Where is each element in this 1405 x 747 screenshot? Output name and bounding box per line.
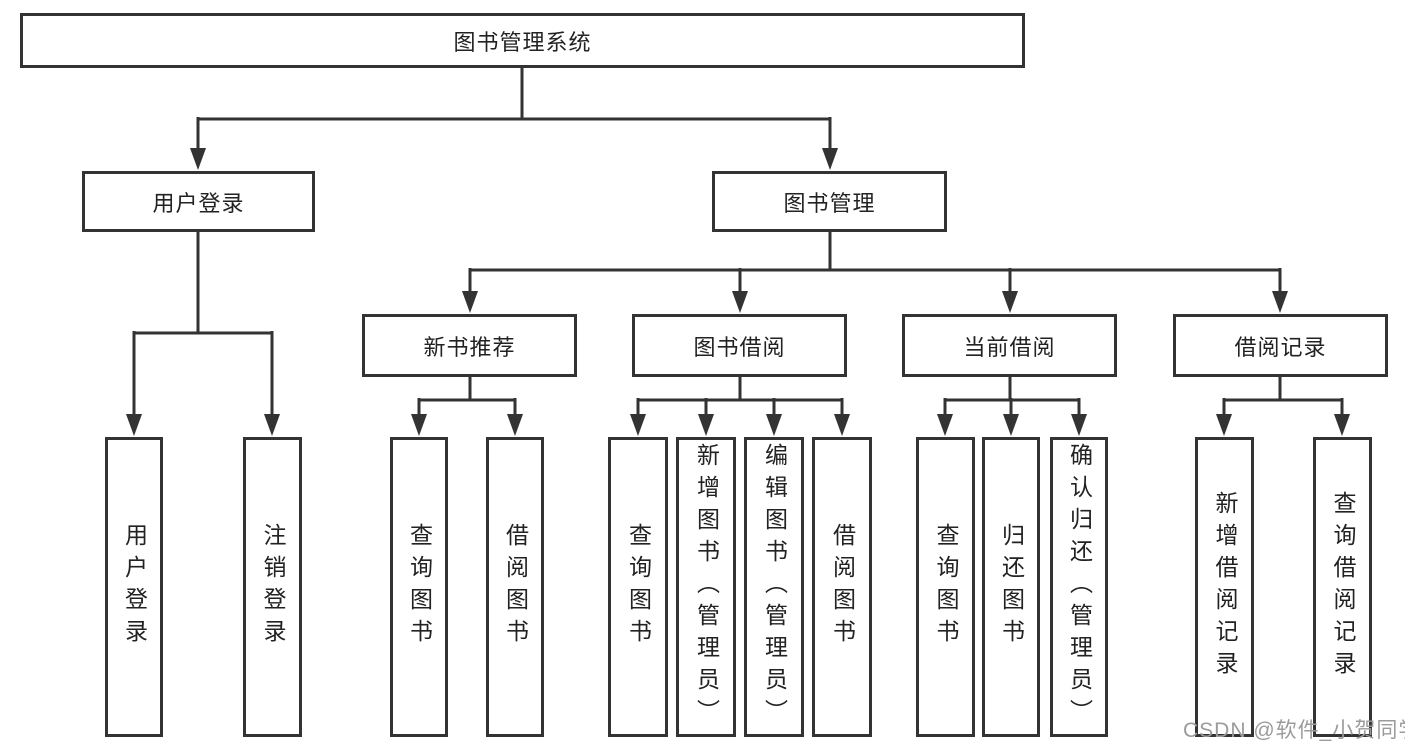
leaf-borrow-edit-books-admin: 编辑图书（管理员） xyxy=(744,437,804,737)
node-user-login-label: 用户登录 xyxy=(152,190,245,216)
leaf-records-query-record-label: 查询借阅记录 xyxy=(1330,491,1356,683)
leaf-logout: 注销登录 xyxy=(243,437,302,737)
leaf-logout-label: 注销登录 xyxy=(260,523,286,651)
node-user-login: 用户登录 xyxy=(82,171,315,232)
leaf-borrow-add-books-admin: 新增图书（管理员） xyxy=(676,437,736,737)
leaf-borrow-edit-books-admin-label: 编辑图书（管理员） xyxy=(761,443,788,731)
node-borrow-records-label: 借阅记录 xyxy=(1234,334,1327,360)
leaf-current-confirm-return-admin: 确认归还（管理员） xyxy=(1050,437,1108,737)
node-current-borrow-label: 当前借阅 xyxy=(963,334,1056,360)
node-book-management: 图书管理 xyxy=(712,171,947,232)
leaf-borrow-query-books-label: 查询图书 xyxy=(625,523,652,651)
node-new-book-recommend-label: 新书推荐 xyxy=(423,334,516,360)
leaf-user-login-label: 用户登录 xyxy=(121,523,148,651)
leaf-current-confirm-return-admin-label: 确认归还（管理员） xyxy=(1066,443,1093,731)
node-root: 图书管理系统 xyxy=(20,13,1025,68)
arrowheads xyxy=(126,148,1350,436)
node-current-borrow: 当前借阅 xyxy=(902,314,1117,377)
leaf-borrow-borrow-books: 借阅图书 xyxy=(812,437,872,737)
node-root-label: 图书管理系统 xyxy=(453,29,592,55)
leaf-current-query-books-label: 查询图书 xyxy=(933,523,959,651)
leaf-current-query-books: 查询图书 xyxy=(916,437,975,737)
leaf-current-return-books: 归还图书 xyxy=(982,437,1040,737)
leaf-user-login: 用户登录 xyxy=(105,437,163,737)
leaf-recommend-query-books-label: 查询图书 xyxy=(406,523,433,651)
node-book-borrow: 图书借阅 xyxy=(632,314,847,377)
leaf-current-return-books-label: 归还图书 xyxy=(998,523,1025,651)
connector-strokes xyxy=(132,68,1344,416)
node-new-book-recommend: 新书推荐 xyxy=(362,314,577,377)
leaf-records-add-record-label: 新增借阅记录 xyxy=(1212,491,1238,683)
leaf-records-query-record: 查询借阅记录 xyxy=(1313,437,1372,737)
node-borrow-records: 借阅记录 xyxy=(1173,314,1388,377)
leaf-records-add-record: 新增借阅记录 xyxy=(1195,437,1254,737)
leaf-recommend-borrow-books-label: 借阅图书 xyxy=(502,523,529,651)
leaf-recommend-query-books: 查询图书 xyxy=(390,437,448,737)
node-book-management-label: 图书管理 xyxy=(783,190,876,216)
leaf-borrow-query-books: 查询图书 xyxy=(608,437,668,737)
leaf-borrow-add-books-admin-label: 新增图书（管理员） xyxy=(693,443,720,731)
leaf-recommend-borrow-books: 借阅图书 xyxy=(486,437,544,737)
node-book-borrow-label: 图书借阅 xyxy=(693,334,786,360)
leaf-borrow-borrow-books-label: 借阅图书 xyxy=(829,523,856,651)
